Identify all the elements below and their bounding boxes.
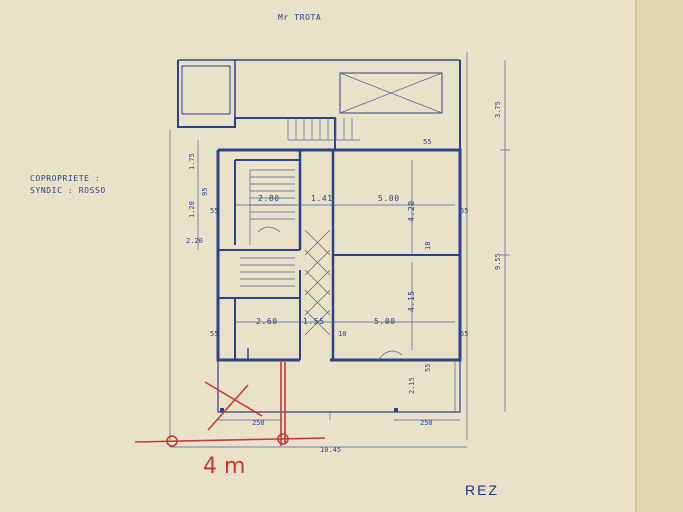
dim-room-2-80: 2.80 (258, 194, 280, 203)
dim-left-1-75: 1.75 (188, 153, 196, 170)
dim-room-5-00-a: 5.00 (378, 194, 400, 203)
dim-room-10-b: 10 (338, 330, 346, 338)
dim-right-55-d: 55 (424, 364, 432, 372)
dim-room-10-a: 10 (424, 242, 432, 250)
paper-edge (635, 0, 683, 512)
dim-right-2-15: 2.15 (408, 377, 416, 394)
syndic-note: SYNDIC : ROSSO (30, 186, 106, 195)
red-annotation (134, 360, 326, 447)
dim-room-2-60: 2.60 (256, 317, 278, 326)
dim-bottom-10-45: 10.45 (320, 446, 341, 454)
dim-left-95: 95 (201, 188, 209, 196)
dim-right-55-a: 55 (423, 138, 431, 146)
dim-left-1-20: 1.20 (188, 201, 196, 218)
dim-left-55-b: 55 (210, 330, 218, 338)
dim-room-1-41: 1.41 (311, 194, 333, 203)
dim-bottom-250-a: 250 (252, 419, 265, 427)
building-walls (169, 52, 468, 440)
dim-room-4-20: 4.20 (407, 200, 416, 222)
dim-right-55-c: 55 (460, 330, 468, 338)
dim-left-2-20: 2.20 (186, 237, 203, 245)
dim-right-9-55: 9.55 (494, 253, 502, 270)
owner-title: Mr TROTA (278, 13, 321, 22)
level-label: REZ (465, 482, 499, 498)
dim-room-1-55: 1.55 (303, 317, 325, 326)
handwritten-measure: 4 m (203, 454, 245, 479)
dim-room-4-15: 4.15 (407, 290, 416, 312)
copropriete-note: COPROPRIETE : (30, 174, 100, 183)
dim-room-5-00-b: 5.00 (374, 317, 396, 326)
dim-right-3-75: 3.75 (494, 101, 502, 118)
dim-left-55-a: 55 (210, 207, 218, 215)
dim-bottom-250-b: 250 (420, 419, 433, 427)
dim-right-55-b: 55 (460, 207, 468, 215)
dimension-lines (170, 60, 510, 448)
